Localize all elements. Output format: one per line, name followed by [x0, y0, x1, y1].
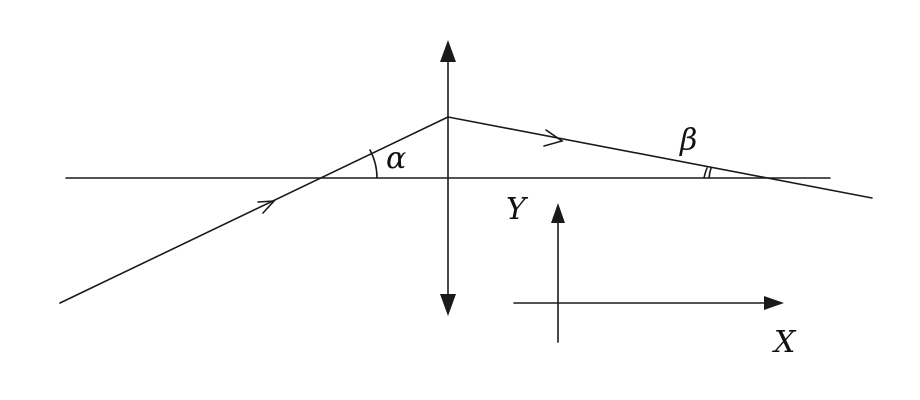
refracted-ray-line	[447, 116, 873, 199]
converging-lens	[440, 40, 456, 316]
lens-top-arrowhead	[440, 40, 456, 62]
incident-ray-direction-arrow	[257, 200, 276, 214]
beta-angle-arc-outer	[703, 167, 708, 179]
beta-label: β	[679, 123, 697, 158]
alpha-angle-arc	[369, 149, 378, 179]
beta-angle-marks	[703, 167, 712, 179]
refracted-ray	[447, 116, 873, 199]
refracted-ray-direction-arrow	[543, 129, 564, 147]
lens-bottom-arrowhead	[440, 294, 456, 316]
incident-ray	[59, 116, 449, 304]
incident-ray-line	[59, 116, 449, 304]
coordinate-axes	[513, 203, 784, 343]
beta-angle-arc-inner	[708, 167, 712, 179]
y-axis-label: Y	[506, 192, 529, 227]
x-axis-arrowhead	[764, 296, 784, 310]
x-axis-label: X	[772, 325, 797, 360]
y-axis-arrowhead	[551, 203, 565, 223]
alpha-label: α	[386, 141, 406, 176]
